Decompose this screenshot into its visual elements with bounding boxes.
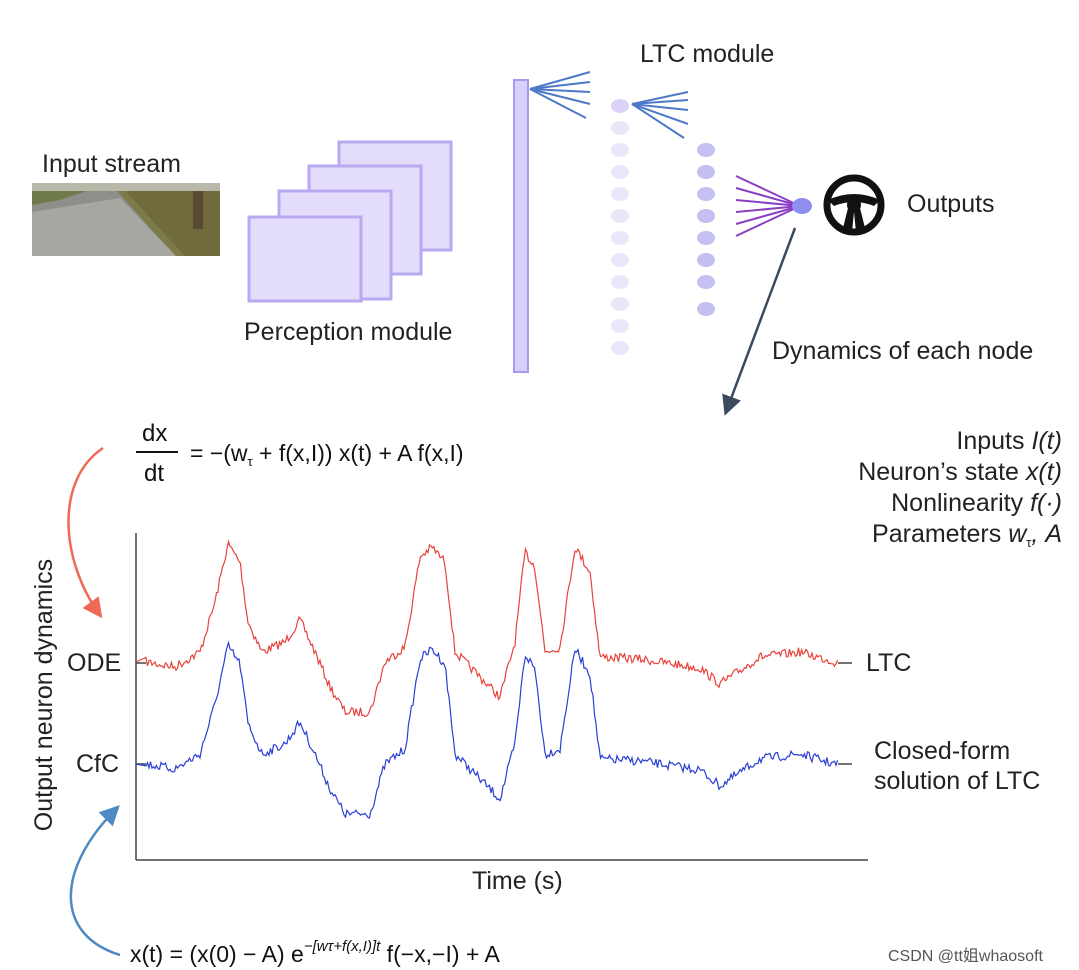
legend-nonlinearity-text: Nonlinearity bbox=[891, 489, 1024, 517]
watermark: CSDN @tt姐whaosoft bbox=[888, 948, 1043, 965]
ltc-fan-lines bbox=[631, 91, 689, 139]
bar-fan-lines bbox=[529, 71, 591, 119]
legend-inputs-sym: I(t) bbox=[1031, 427, 1062, 455]
plot-axes bbox=[135, 533, 868, 861]
cfc-row-label: CfC bbox=[76, 750, 120, 778]
cfc-eq-rhs: f(−x,−I) + A bbox=[380, 941, 500, 967]
time-axis-label: Time (s) bbox=[472, 867, 563, 895]
ode-link-arrow bbox=[67, 446, 104, 619]
legend-parameters-tau: τ bbox=[1026, 535, 1032, 550]
closed-form-label-line-2: solution of LTC bbox=[874, 767, 1041, 795]
legend-inputs-text: Inputs bbox=[956, 427, 1025, 455]
feature-vector-bar bbox=[513, 79, 529, 373]
steering-wheel-icon bbox=[823, 174, 885, 236]
ode-rhs-tau: τ bbox=[247, 454, 253, 469]
legend-inputs: Inputs I(t) bbox=[956, 427, 1062, 456]
legend-parameters: Parameters wτ, A bbox=[872, 520, 1062, 550]
ltc-trace-label: LTC bbox=[866, 649, 912, 677]
legend-parameters-text: Parameters bbox=[872, 520, 1002, 548]
legend-state-text: Neuron’s state bbox=[858, 458, 1019, 486]
ode-equation-numerator: dx bbox=[142, 420, 168, 447]
cfc-trace-line bbox=[135, 640, 839, 819]
input-stream-image bbox=[32, 183, 220, 256]
cfc-link-arrow bbox=[69, 805, 121, 957]
ode-rhs-part-1: = −(w bbox=[190, 440, 248, 466]
ode-row-label: ODE bbox=[67, 649, 122, 677]
cfc-equation: x(t) = (x(0) − A) e−[wτ+f(x,I)]t f(−x,−I… bbox=[130, 938, 500, 968]
dynamics-arrow bbox=[722, 227, 797, 416]
closed-form-label-line-1: Closed-form bbox=[874, 737, 1011, 765]
legend-nonlinearity-sym: f(·) bbox=[1030, 489, 1062, 517]
legend-state: Neuron’s state x(t) bbox=[858, 458, 1062, 487]
ode-trace-line bbox=[135, 539, 839, 718]
cfc-eq-exponent: −[wτ+f(x,I)]t bbox=[303, 938, 381, 955]
perception-module-label: Perception module bbox=[244, 318, 453, 346]
legend-nonlinearity: Nonlinearity f(·) bbox=[891, 489, 1062, 518]
legend-parameters-a: , A bbox=[1031, 520, 1062, 548]
ode-rhs-part-2: + f(x,I)) x(t) + A f(x,I) bbox=[252, 440, 464, 466]
ltc-neuron-column-2 bbox=[697, 143, 715, 316]
dynamics-label: Dynamics of each node bbox=[772, 337, 1034, 365]
y-axis-label: Output neuron dynamics bbox=[30, 558, 58, 832]
ltc-module-label: LTC module bbox=[640, 40, 775, 68]
ode-equation-denominator: dt bbox=[144, 460, 165, 487]
input-stream-label: Input stream bbox=[42, 150, 181, 178]
ltc-neuron-column-1 bbox=[611, 99, 629, 355]
outputs-label: Outputs bbox=[907, 190, 995, 218]
output-fan-lines bbox=[735, 175, 801, 237]
output-neuron bbox=[792, 198, 812, 214]
ode-equation-rhs: = −(wτ + f(x,I)) x(t) + A f(x,I) bbox=[190, 440, 464, 469]
plot-side-ticks bbox=[136, 662, 852, 765]
legend-parameters-w: w bbox=[1008, 520, 1027, 548]
legend-state-sym: x(t) bbox=[1025, 458, 1062, 486]
cfc-eq-lhs: x(t) = (x(0) − A) e bbox=[130, 941, 304, 967]
perception-module-frames bbox=[247, 140, 453, 303]
